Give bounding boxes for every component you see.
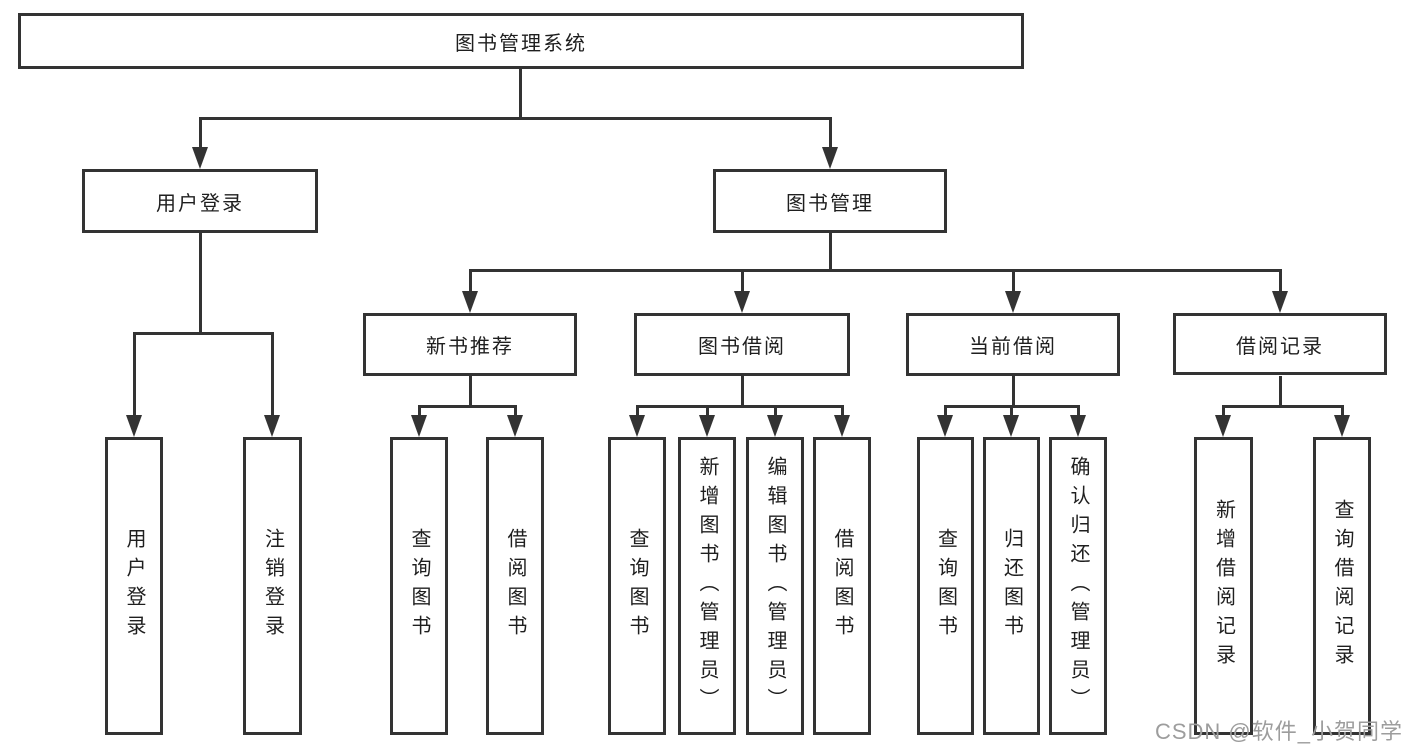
arrowhead-bb-add: [699, 415, 715, 437]
connector-to-nbr-query: [418, 405, 421, 418]
arrowhead-br-query: [1334, 415, 1350, 437]
arrowhead-book-borrowing: [734, 291, 750, 313]
node-borrowing-records: 借阅记录: [1173, 313, 1387, 375]
node-current-borrowing: 当前借阅: [906, 313, 1120, 376]
connector-br-stem: [1279, 376, 1282, 407]
connector-root-stem: [519, 69, 522, 118]
arrowhead-cb-confirm: [1070, 415, 1086, 437]
connector-to-cb-confirm: [1077, 405, 1080, 418]
connector-user-login-hbar: [133, 332, 274, 335]
connector-to-br-query: [1341, 405, 1344, 418]
connector-bb-stem: [741, 376, 744, 407]
leaf-br-query-record-label: 查询借阅记录: [1331, 499, 1353, 673]
arrowhead-leaf-user-login: [126, 415, 142, 437]
connector-to-nbr-borrow: [514, 405, 517, 418]
leaf-bb-borrow-books: 借阅图书: [813, 437, 871, 735]
connector-to-br-add: [1222, 405, 1225, 418]
connector-to-book-management: [829, 117, 832, 149]
connector-br-hbar: [1222, 405, 1344, 408]
connector-to-bb-add: [706, 405, 709, 418]
connector-book-management-stem: [829, 233, 832, 272]
leaf-user-login-label: 用户登录: [123, 528, 145, 644]
arrowhead-user-login: [192, 147, 208, 169]
arrowhead-nbr-query: [411, 415, 427, 437]
leaf-cb-query-books-label: 查询图书: [934, 528, 957, 644]
arrowhead-br-add: [1215, 415, 1231, 437]
leaf-br-query-record: 查询借阅记录: [1313, 437, 1371, 735]
leaf-cb-return-books: 归还图书: [983, 437, 1040, 735]
leaf-bb-add-books: 新增图书（管理员）: [678, 437, 736, 735]
leaf-logout-label: 注销登录: [261, 528, 284, 644]
leaf-logout: 注销登录: [243, 437, 302, 735]
connector-to-bb-borrow: [841, 405, 844, 418]
connector-to-cb-query: [944, 405, 947, 418]
connector-to-book-borrowing: [741, 269, 744, 293]
node-root: 图书管理系统: [18, 13, 1024, 69]
leaf-bb-borrow-books-label: 借阅图书: [831, 528, 853, 644]
arrowhead-borrowing-records: [1272, 291, 1288, 313]
connector-cb-stem: [1012, 376, 1015, 407]
leaf-cb-return-books-label: 归还图书: [1000, 528, 1023, 644]
connector-to-leaf-user-login: [133, 332, 136, 417]
leaf-user-login: 用户登录: [105, 437, 163, 735]
connector-to-user-login: [199, 117, 202, 149]
arrowhead-new-book-recommend: [462, 291, 478, 313]
leaf-br-add-record-label: 新增借阅记录: [1212, 499, 1235, 673]
csdn-watermark: CSDN @软件_小贺同学: [1154, 719, 1403, 744]
arrowhead-bb-borrow: [834, 415, 850, 437]
connector-nbr-hbar: [418, 405, 517, 408]
arrowhead-bb-query: [629, 415, 645, 437]
leaf-br-add-record: 新增借阅记录: [1194, 437, 1253, 735]
connector-to-new-book-recommend: [469, 269, 472, 293]
leaf-nbr-borrow-books: 借阅图书: [486, 437, 544, 735]
leaf-bb-query-books-label: 查询图书: [626, 528, 648, 644]
arrowhead-book-management: [822, 147, 838, 169]
connector-to-leaf-logout: [271, 332, 274, 417]
connector-to-bb-edit: [774, 405, 777, 418]
node-user-login: 用户登录: [82, 169, 318, 233]
arrowhead-cb-return: [1003, 415, 1019, 437]
connector-to-current-borrowing: [1012, 269, 1015, 293]
leaf-cb-query-books: 查询图书: [917, 437, 974, 735]
connector-to-borrowing-records: [1279, 269, 1282, 293]
node-new-book-recommend: 新书推荐: [363, 313, 577, 376]
connector-root-hbar: [199, 117, 832, 120]
arrowhead-bb-edit: [767, 415, 783, 437]
connector-book-management-hbar: [469, 269, 1282, 272]
connector-to-cb-return: [1010, 405, 1013, 418]
leaf-bb-edit-books-label: 编辑图书（管理员）: [764, 455, 786, 717]
leaf-cb-confirm-return: 确认归还（管理员）: [1049, 437, 1107, 735]
connector-user-login-stem: [199, 233, 202, 333]
leaf-bb-query-books: 查询图书: [608, 437, 666, 735]
arrowhead-nbr-borrow: [507, 415, 523, 437]
connector-to-bb-query: [636, 405, 639, 418]
leaf-nbr-query-books: 查询图书: [390, 437, 448, 735]
arrowhead-cb-query: [937, 415, 953, 437]
leaf-bb-add-books-label: 新增图书（管理员）: [696, 455, 718, 717]
connector-bb-hbar: [636, 405, 844, 408]
node-book-management: 图书管理: [713, 169, 947, 233]
leaf-nbr-borrow-books-label: 借阅图书: [504, 528, 526, 644]
node-book-borrowing: 图书借阅: [634, 313, 850, 376]
leaf-bb-edit-books: 编辑图书（管理员）: [746, 437, 804, 735]
arrowhead-current-borrowing: [1005, 291, 1021, 313]
connector-nbr-stem: [469, 376, 472, 408]
arrowhead-leaf-logout: [264, 415, 280, 437]
leaf-cb-confirm-return-label: 确认归还（管理员）: [1067, 455, 1089, 717]
leaf-nbr-query-books-label: 查询图书: [408, 528, 430, 644]
